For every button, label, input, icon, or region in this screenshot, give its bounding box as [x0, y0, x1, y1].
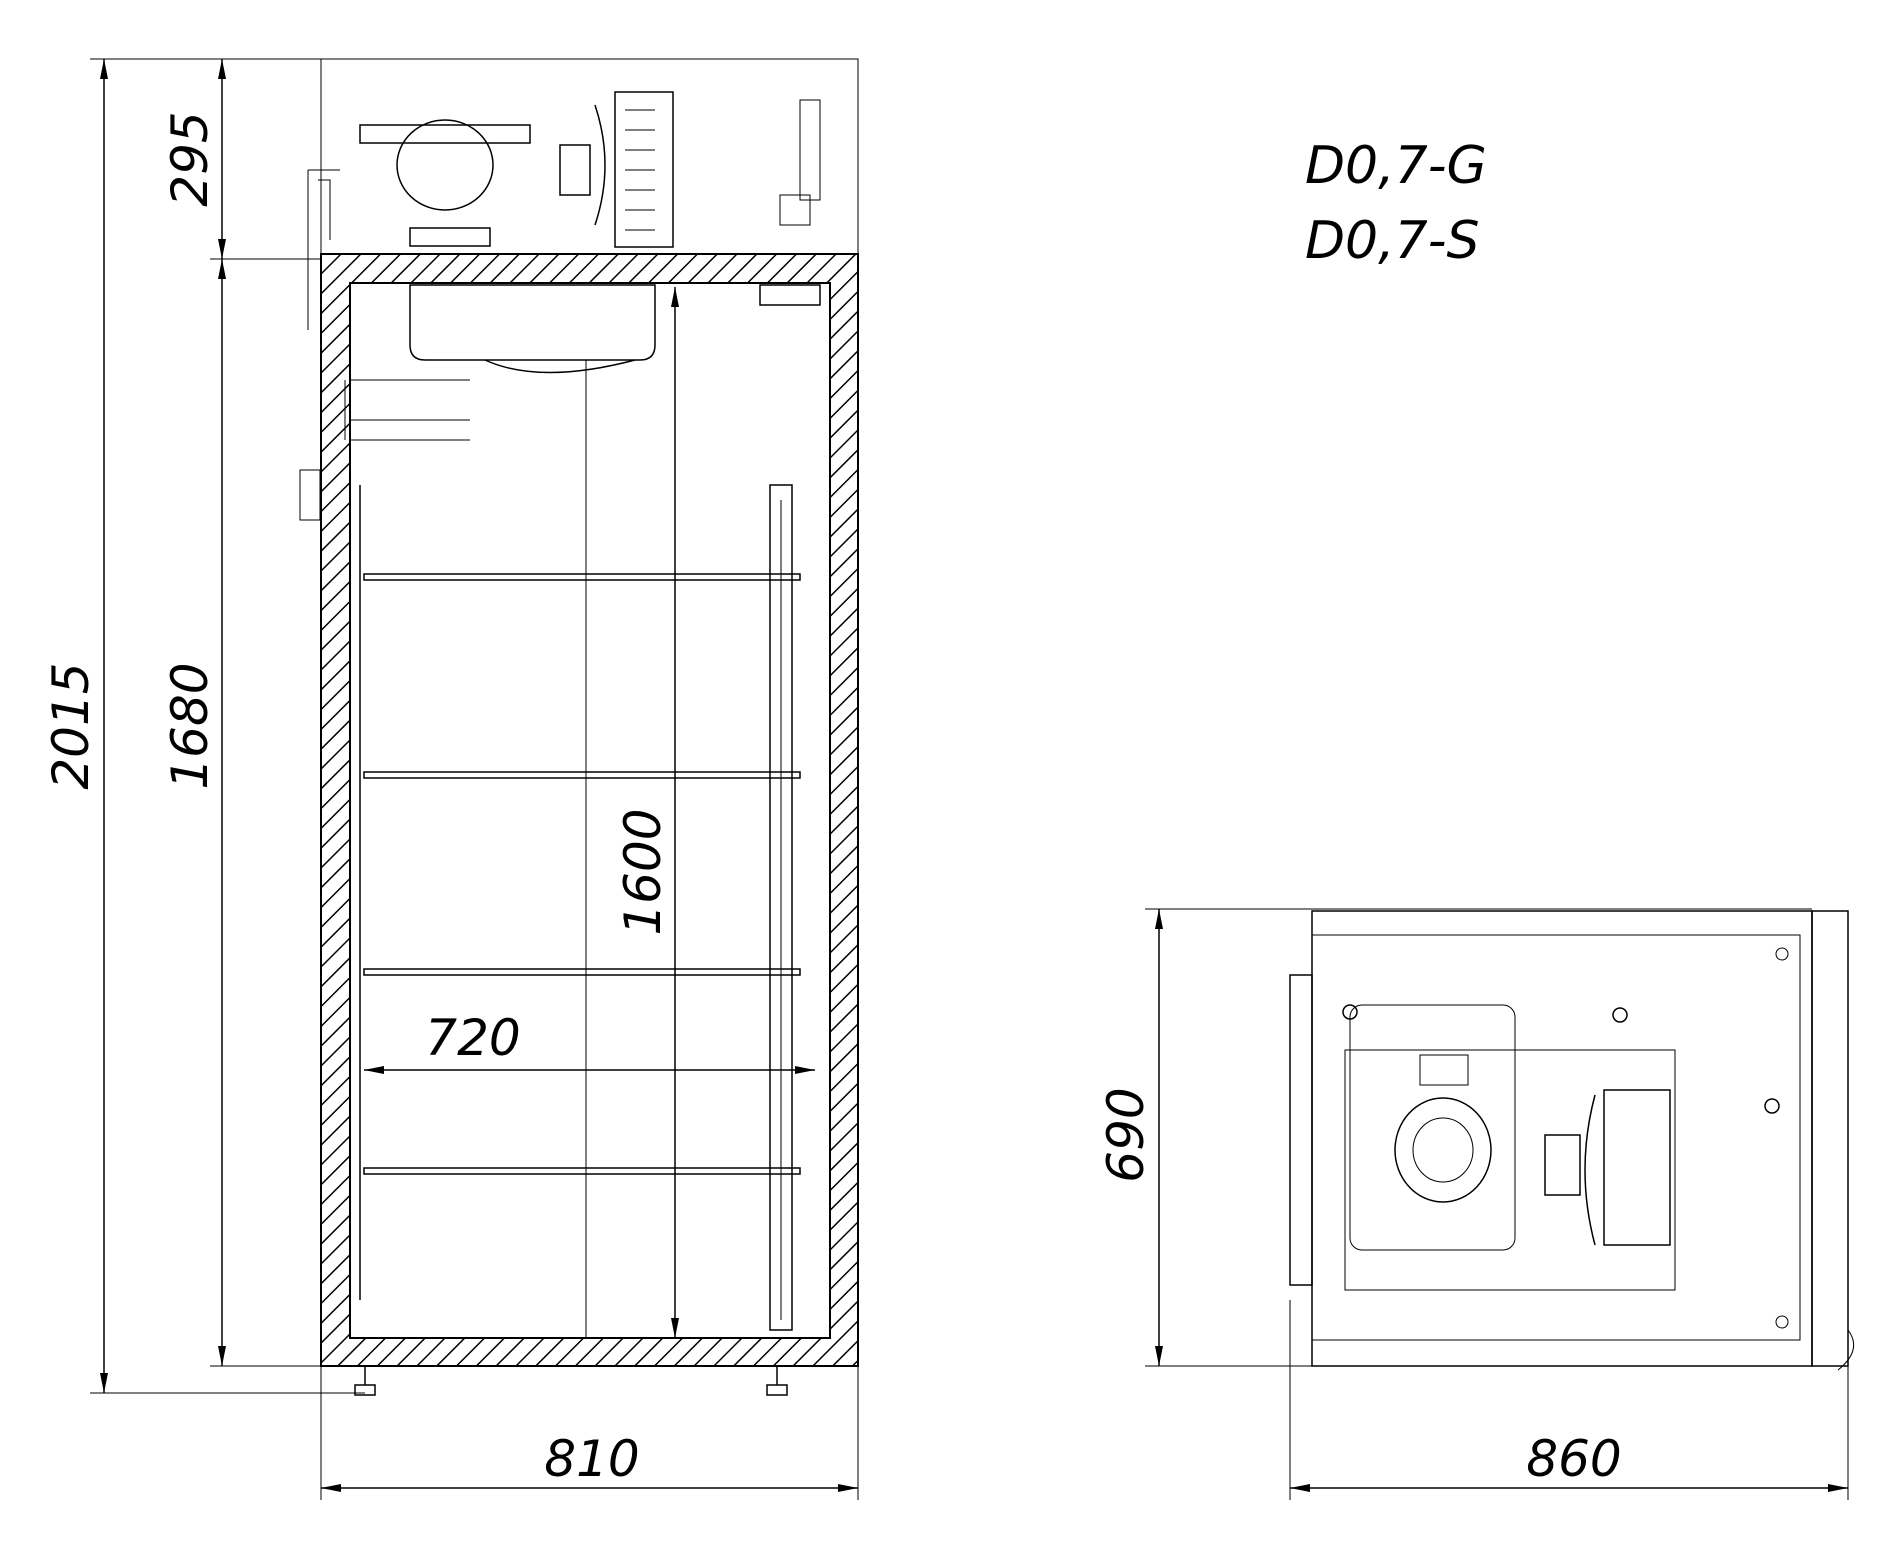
compressor-icon	[1394, 1054, 1492, 1203]
adjustable-feet	[354, 1366, 788, 1396]
top-view	[1289, 910, 1855, 1371]
model-title-g: D0,7-G	[1305, 136, 1487, 196]
condenser-icon	[559, 91, 674, 248]
dim-cabinet-height: 1680	[161, 662, 219, 789]
condenser-side	[1289, 974, 1313, 1286]
shelf	[363, 968, 801, 976]
shelf	[363, 1167, 801, 1175]
shelf-rack-right	[769, 484, 793, 1331]
dim-top-width: 860	[1526, 1430, 1621, 1488]
insulated-walls	[320, 253, 859, 1367]
door	[1811, 910, 1849, 1367]
extension-lines	[90, 58, 1849, 1500]
condenser-fan-icon	[1544, 1089, 1671, 1246]
model-title-s: D0,7-S	[1305, 211, 1480, 271]
shelf	[363, 573, 801, 581]
dim-total-height: 2015	[42, 662, 100, 789]
dim-depth: 690	[1097, 1087, 1155, 1182]
pipe-loop	[1349, 1004, 1516, 1251]
evaporator-icon	[409, 284, 821, 374]
shelves	[363, 573, 801, 1175]
compressor-icon	[359, 119, 531, 247]
dim-width: 810	[544, 1430, 639, 1488]
shelf	[363, 771, 801, 779]
dim-inner-height: 1600	[614, 808, 672, 935]
dimension-lines	[100, 59, 1848, 1492]
front-view	[299, 58, 859, 1396]
dim-inner-width: 720	[425, 1009, 520, 1067]
dim-unit-height: 295	[161, 111, 219, 206]
